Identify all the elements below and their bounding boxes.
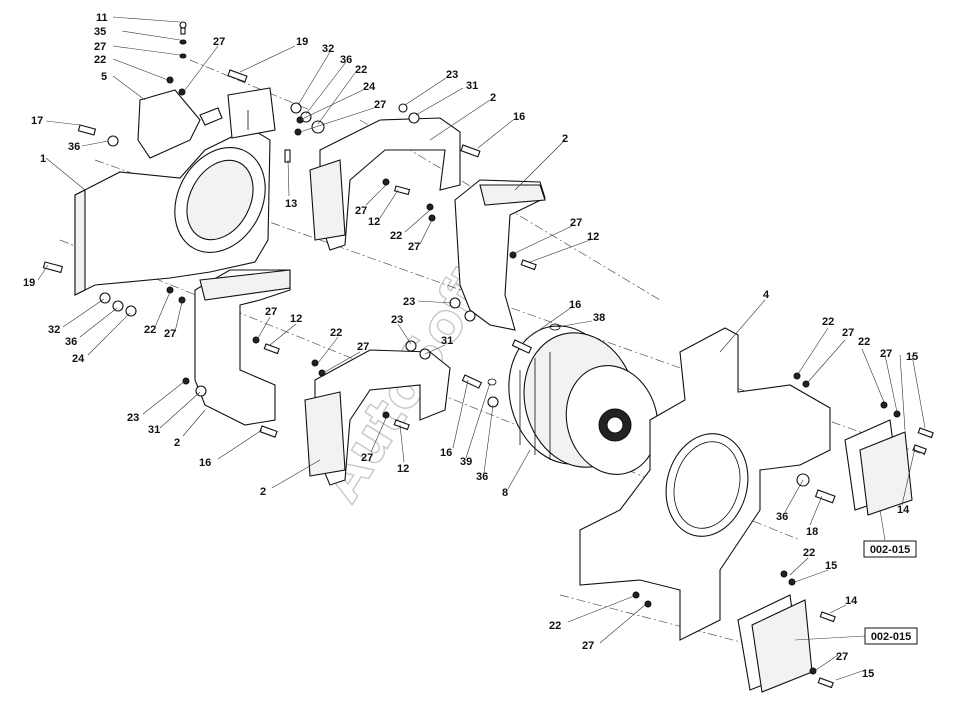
bracket-part-2-lower-left <box>194 269 291 426</box>
bracket-part-2-right <box>454 179 546 331</box>
callout: 27 <box>355 205 367 217</box>
cover-plate-upper <box>844 419 913 516</box>
housing-plate-part-1 <box>74 87 276 296</box>
callout: 27 <box>265 306 277 318</box>
callout-labels: 11 35 27 22 5 27 19 32 36 22 24 27 23 31… <box>23 12 918 680</box>
callout: 13 <box>285 198 297 210</box>
callout: 27 <box>94 41 106 53</box>
ref-box-lower: 002-015 <box>864 627 918 645</box>
callout: 12 <box>368 216 380 228</box>
callout: 2 <box>562 133 568 145</box>
cover-plate-lower <box>737 594 813 693</box>
callout: 36 <box>476 471 488 483</box>
callout: 22 <box>330 327 342 339</box>
callout: 27 <box>374 99 386 111</box>
cover-bracket-part-5 <box>137 89 223 159</box>
callout: 16 <box>440 447 452 459</box>
callout: 16 <box>513 111 525 123</box>
callout: 16 <box>199 457 211 469</box>
callout: 23 <box>446 69 458 81</box>
callout: 15 <box>825 560 837 572</box>
callout: 15 <box>906 351 918 363</box>
callout: 22 <box>858 336 870 348</box>
callout: 32 <box>48 324 60 336</box>
callout: 19 <box>296 36 308 48</box>
callout: 22 <box>803 547 815 559</box>
callout: 22 <box>390 230 402 242</box>
callout: 39 <box>460 456 472 468</box>
callout: 22 <box>549 620 561 632</box>
leader-lines <box>37 16 926 681</box>
callout: 24 <box>363 81 376 93</box>
callout: 23 <box>127 412 139 424</box>
callout: 31 <box>466 80 478 92</box>
callout: 24 <box>72 353 85 365</box>
callout: 8 <box>502 487 508 499</box>
callout: 22 <box>144 324 156 336</box>
callout: 12 <box>290 313 302 325</box>
callout: 36 <box>776 511 788 523</box>
callout: 12 <box>587 231 599 243</box>
bracket-part-2-upper <box>309 117 461 251</box>
cross-plate-part-4 <box>579 327 831 641</box>
callout: 27 <box>582 640 594 652</box>
callout: 19 <box>23 277 35 289</box>
callout: 11 <box>96 12 108 24</box>
callout: 27 <box>842 327 854 339</box>
callout: 23 <box>403 296 415 308</box>
callout: 23 <box>391 314 403 326</box>
callout: 31 <box>148 424 160 436</box>
callout: 22 <box>94 54 106 66</box>
callout: 22 <box>822 316 834 328</box>
callout: 22 <box>355 64 367 76</box>
callout: 36 <box>340 54 352 66</box>
callout: 5 <box>101 71 107 83</box>
callout: 18 <box>806 526 818 538</box>
callout: 27 <box>408 241 420 253</box>
callout: 12 <box>397 463 409 475</box>
ref-box-upper-label: 002-015 <box>870 544 910 556</box>
callout: 36 <box>65 336 77 348</box>
callout: 17 <box>31 115 43 127</box>
callout: 27 <box>361 452 373 464</box>
callout: 36 <box>68 141 80 153</box>
ref-box-upper: 002-015 <box>863 540 917 558</box>
callout: 27 <box>213 36 225 48</box>
callout: 2 <box>174 437 180 449</box>
bracket-part-2-lower-center <box>304 349 451 486</box>
callout: 31 <box>441 335 453 347</box>
callout: 2 <box>490 92 496 104</box>
callout: 15 <box>862 668 874 680</box>
callout: 1 <box>40 153 46 165</box>
callout: 27 <box>570 217 582 229</box>
callout: 27 <box>836 651 848 663</box>
callout: 16 <box>569 299 581 311</box>
callout: 32 <box>322 43 334 55</box>
callout: 38 <box>593 312 605 324</box>
ref-box-lower-label: 002-015 <box>871 631 911 643</box>
callout: 4 <box>763 289 770 301</box>
callout: 14 <box>897 504 910 516</box>
callout: 27 <box>880 348 892 360</box>
callout: 35 <box>94 26 106 38</box>
callout: 27 <box>164 328 176 340</box>
callout: 2 <box>260 486 266 498</box>
motor-unit-part-8 <box>508 325 659 475</box>
callout: 27 <box>357 341 369 353</box>
callout: 14 <box>845 595 858 607</box>
